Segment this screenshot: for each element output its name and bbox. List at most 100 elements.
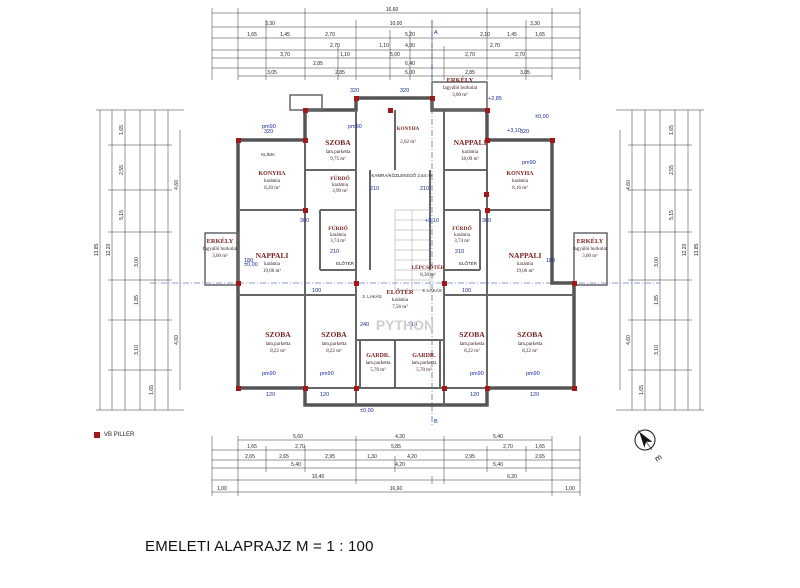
room-floor: lam.parketta bbox=[460, 342, 486, 347]
room-area: 8,22 m² bbox=[270, 348, 286, 354]
dim-left-7: 1,65 bbox=[149, 385, 155, 395]
dim-top-2f: 1,45 bbox=[507, 32, 517, 38]
dim-top-1c: 3,30 bbox=[530, 21, 540, 27]
dim-top-5a: 2,85 bbox=[313, 61, 323, 67]
dim-right-6: 3,10 bbox=[654, 345, 660, 355]
room-name: KONYHA bbox=[397, 127, 420, 132]
dim-top-4a: 3,70 bbox=[280, 52, 290, 58]
dim-right-total2: 12,20 bbox=[682, 244, 688, 257]
dim-right-4: 3,00 bbox=[654, 257, 660, 267]
room-name: KONYHA bbox=[259, 171, 287, 177]
dim-top-4e: 2,70 bbox=[515, 52, 525, 58]
dim-top-2a: 1,65 bbox=[247, 32, 257, 38]
dim-bot-3c: 2,95 bbox=[325, 454, 335, 460]
dim-left-total2: 12,20 bbox=[106, 244, 112, 257]
room-name: KONYHA bbox=[507, 171, 535, 177]
dim-top-6b: 2,85 bbox=[335, 70, 345, 76]
room-name: NAPPALI bbox=[256, 251, 289, 260]
dim-left-6: 3,10 bbox=[134, 345, 140, 355]
dim-bot-3b: 2,65 bbox=[279, 454, 289, 460]
room-area: 8,20 m² bbox=[264, 185, 280, 191]
dim-bot-3g: 2,65 bbox=[535, 454, 545, 460]
room-name: NAPPALI bbox=[509, 251, 542, 260]
room-area: 8,30 m² bbox=[420, 272, 436, 278]
kamra-label: KAMRA/KÖZLEKEDŐ 2,64 m² bbox=[371, 172, 433, 178]
room-name: SZOBA bbox=[325, 138, 351, 147]
room-floor: karámia bbox=[512, 179, 529, 184]
room-floor: karámia bbox=[454, 233, 471, 238]
room-area: 19,06 m² bbox=[516, 268, 534, 274]
room-area: 3,60 m² bbox=[212, 253, 228, 259]
dim-top-6d: 2,85 bbox=[465, 70, 475, 76]
dim-left-1: 1,65 bbox=[119, 125, 125, 135]
dim-bot-2d: 2,70 bbox=[503, 444, 513, 450]
watermark-text: PYTHON bbox=[376, 317, 434, 333]
vb-pillar-swatch bbox=[94, 432, 100, 438]
window-pm-tag: pm90 bbox=[470, 371, 484, 377]
room-area: 3,00 m² bbox=[452, 92, 468, 98]
dim-right-3: 5,15 bbox=[669, 210, 675, 220]
dim-top-6a: 3,05 bbox=[267, 70, 277, 76]
dim-top-3d: 2,70 bbox=[490, 43, 500, 49]
dim-bot-3d: 1,30 bbox=[367, 454, 377, 460]
room-name: FÜRDŐ bbox=[452, 224, 472, 232]
dim-bot-3a: 2,65 bbox=[245, 454, 255, 460]
window-tag: 320 bbox=[264, 129, 273, 135]
room-area: 3,90 m² bbox=[332, 188, 348, 194]
dim-right-1: 1,65 bbox=[669, 125, 675, 135]
dim-right-9: 4,60 bbox=[626, 335, 632, 345]
room-area: 18,09 m² bbox=[461, 156, 479, 162]
room-name: SZOBA bbox=[265, 330, 291, 339]
dim-left-5: 1,85 bbox=[134, 295, 140, 305]
room-floor: karámia bbox=[330, 233, 347, 238]
room-name: ERKÉLY bbox=[207, 237, 234, 245]
dim-right-7: 1,65 bbox=[639, 385, 645, 395]
window-pm-tag: pm90 bbox=[522, 160, 536, 166]
dim-bot-1c: 5,40 bbox=[493, 434, 503, 440]
room-floor: fagyálló burkolat bbox=[203, 247, 238, 252]
door-tag: 210 bbox=[408, 322, 417, 328]
dim-bot-3f: 2,95 bbox=[465, 454, 475, 460]
level-label: ±0,00 bbox=[244, 262, 258, 268]
legend: VB PILLER bbox=[94, 432, 134, 438]
room-name: NAPPALI bbox=[454, 138, 487, 147]
inner-walls bbox=[238, 110, 574, 405]
dim-bot-6a: 1,00 bbox=[217, 486, 227, 492]
door-tag: 300 bbox=[300, 218, 309, 224]
room-area: 2,02 m² bbox=[400, 139, 416, 145]
dim-top-2e: 2,10 bbox=[480, 32, 490, 38]
room-floor: fagyálló burkolat bbox=[573, 247, 608, 252]
dim-bot-5b: 6,20 bbox=[507, 474, 517, 480]
dim-left-8: 4,60 bbox=[174, 180, 180, 190]
dim-right-2: 2,55 bbox=[669, 165, 675, 175]
room-area: 8,16 m² bbox=[512, 185, 528, 191]
room-name: ELŐTÉR bbox=[386, 288, 413, 296]
dim-top-4b: 1,10 bbox=[340, 52, 350, 58]
dim-left-9: 4,60 bbox=[174, 335, 180, 345]
opening-tags: 300 300 320 320 320 320 210 210 210 210 … bbox=[244, 88, 555, 398]
axis-lines bbox=[150, 20, 660, 425]
bottom-dimension-lines bbox=[211, 436, 581, 496]
room-area: 19,06 m² bbox=[263, 268, 281, 274]
axis-a-label: A bbox=[434, 30, 438, 36]
dim-bot-6c: 1,00 bbox=[565, 486, 575, 492]
eloter-right-label: ELŐTÉR bbox=[459, 260, 478, 266]
dim-left-2: 2,55 bbox=[119, 165, 125, 175]
dim-bot-2b: 2,70 bbox=[295, 444, 305, 450]
right-dimension-lines bbox=[616, 109, 704, 411]
room-area: 3,74 m² bbox=[454, 238, 470, 244]
left-dimension-lines bbox=[96, 109, 184, 411]
window-tag: 120 bbox=[530, 392, 539, 398]
dim-left-4: 3,00 bbox=[134, 257, 140, 267]
room-area: 8,22 m² bbox=[522, 348, 538, 354]
level-label: ±0,00 bbox=[535, 114, 549, 120]
dim-top-6e: 3,05 bbox=[520, 70, 530, 76]
left-dimension-text: 13,85 12,20 1,65 2,55 5,15 3,00 1,85 3,1… bbox=[94, 125, 180, 395]
room-area: 5,70 m² bbox=[416, 367, 432, 373]
room-floor: lam.parketta bbox=[366, 361, 392, 366]
dim-right-8: 4,60 bbox=[626, 180, 632, 190]
dim-bot-4c: 5,40 bbox=[493, 462, 503, 468]
room-name: SZOBA bbox=[459, 330, 485, 339]
room-name: LÉPCSŐTÉR bbox=[411, 263, 445, 271]
room-floor: lam.parketta bbox=[518, 342, 544, 347]
